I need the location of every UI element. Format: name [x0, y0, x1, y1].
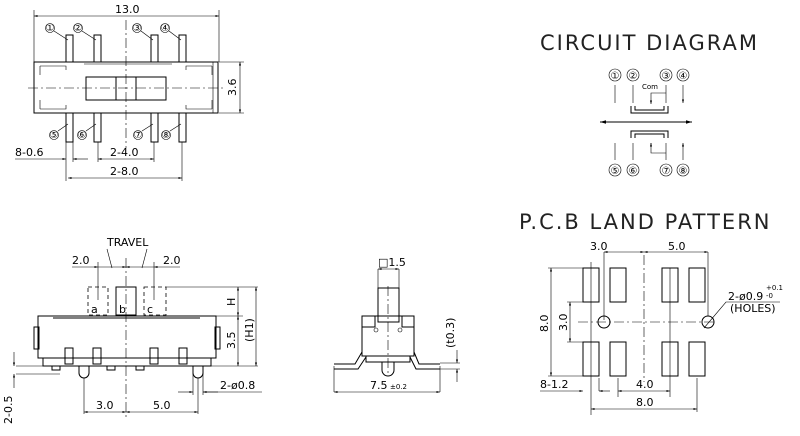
hole-tolerance-minus: -0 — [766, 292, 773, 300]
svg-text:②: ② — [74, 23, 83, 34]
top-pins — [53, 30, 187, 143]
side-view: TRAVEL 2.0 2.0 a b c H 3.5 (H1 — [2, 236, 262, 424]
svg-text:⑥: ⑥ — [78, 130, 87, 141]
dim-h: H — [225, 298, 238, 306]
dim-body-height: 3.5 — [225, 332, 238, 350]
circuit-diagram-title: CIRCUIT DIAGRAM — [540, 31, 759, 55]
svg-text:⑧: ⑧ — [679, 166, 688, 177]
svg-text:⑤: ⑤ — [50, 130, 59, 141]
svg-text:①: ① — [611, 71, 620, 82]
pin-width-dimension: 8-0.6 — [15, 146, 43, 159]
svg-text:⑧: ⑧ — [162, 130, 171, 141]
dim-side-right: 5.0 — [153, 399, 171, 412]
svg-text:⑦: ⑦ — [134, 130, 143, 141]
hole-dimension: 2-ø0.9 — [728, 290, 763, 303]
pcb-dim-left: 3.0 — [590, 240, 608, 253]
travel-right-dimension: 2.0 — [163, 254, 181, 267]
circuit-pin-labels: ① ② ③ ④ ⑤ ⑥ ⑦ ⑧ — [608, 68, 690, 177]
pad-width-dimension: 8-1.2 — [540, 378, 568, 391]
svg-text:⑦: ⑦ — [662, 166, 671, 177]
locating-peg-right — [192, 366, 204, 379]
pin-span-dimension: 2-8.0 — [110, 165, 138, 178]
knob-dimension: □1.5 — [378, 256, 406, 269]
front-terminals — [334, 351, 440, 370]
dim-side-left: 3.0 — [96, 399, 114, 412]
front-view: □1.5 7.5 ±0.2 (t0.3) — [333, 256, 460, 394]
front-width-tolerance: ±0.2 — [390, 383, 407, 391]
svg-text:④: ④ — [679, 71, 688, 82]
svg-text:①: ① — [46, 23, 55, 34]
position-a-label: a — [91, 303, 98, 316]
travel-left-dimension: 2.0 — [72, 254, 90, 267]
pcb-title: P.C.B LAND PATTERN — [519, 210, 772, 234]
pad-span-dimension: 8.0 — [636, 396, 654, 409]
thickness-dimension: (t0.3) — [444, 318, 457, 348]
front-width-dimension: 7.5 — [370, 379, 388, 392]
position-b-label: b — [119, 303, 126, 316]
pad-pitch-dimension: 4.0 — [636, 378, 654, 391]
svg-text:⑥: ⑥ — [629, 166, 638, 177]
locating-peg-left — [78, 366, 90, 379]
dim-peg-height: 2-0.5 — [2, 396, 15, 424]
svg-text:③: ③ — [662, 71, 671, 82]
slider-position-a — [87, 286, 109, 316]
pin-number-labels: ① ② ③ ④ ⑤ ⑥ ⑦ ⑧ — [45, 23, 171, 141]
front-knob — [377, 287, 400, 323]
pcb-land-pattern: P.C.B LAND PATTERN 3.0 5.0 8.0 3.0 2-ø0.… — [519, 210, 783, 415]
hole-tolerance-plus: +0.1 — [766, 284, 783, 292]
top-view: 13.0 ① ② ③ ④ ⑤ ⑥ ⑦ ⑧ 3.6 — [15, 3, 244, 181]
position-c-label: c — [147, 303, 153, 316]
svg-text:⑤: ⑤ — [611, 166, 620, 177]
svg-text:③: ③ — [133, 23, 142, 34]
svg-text:④: ④ — [161, 23, 170, 34]
height-dimension: 3.6 — [226, 79, 239, 97]
travel-label: TRAVEL — [106, 236, 149, 249]
pcb-dim-height: 8.0 — [538, 315, 551, 333]
pcb-dim-gap: 3.0 — [557, 314, 570, 332]
side-pins — [51, 347, 188, 371]
com-label: Com — [642, 83, 658, 91]
slider-position-c — [143, 286, 167, 316]
dim-h1: (H1) — [243, 318, 256, 342]
width-dimension: 13.0 — [115, 3, 140, 16]
pcb-dim-right: 5.0 — [668, 240, 686, 253]
circuit-diagram: CIRCUIT DIAGRAM ① ② ③ ④ ⑤ ⑥ ⑦ ⑧ Com — [540, 31, 759, 177]
pin-pitch-dimension: 2-4.0 — [110, 146, 138, 159]
svg-text:②: ② — [629, 71, 638, 82]
holes-label: (HOLES) — [730, 302, 776, 315]
dim-peg-diameter: 2-ø0.8 — [220, 379, 255, 392]
